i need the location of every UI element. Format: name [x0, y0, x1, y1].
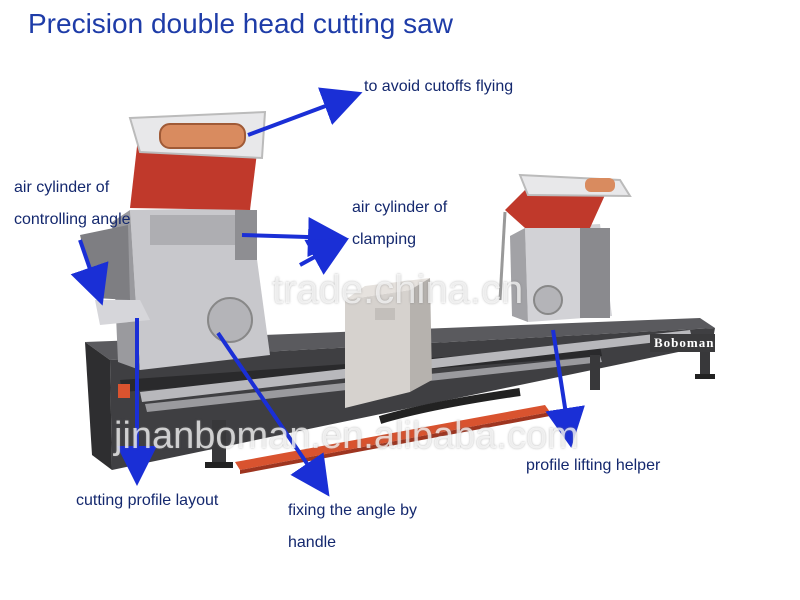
- arrow-fixing-angle: [216, 331, 330, 497]
- arrow-cutoffs: [247, 87, 363, 137]
- arrow-angle-cylinder: [70, 239, 109, 306]
- label-angle-cylinder-line2: controlling angle: [14, 211, 131, 228]
- right-safety-hood: [498, 173, 632, 301]
- label-angle-cylinder-line1: air cylinder of: [14, 179, 110, 196]
- annotation-arrows: [70, 87, 585, 497]
- label-fixing-angle-line1: fixing the angle by: [288, 502, 417, 519]
- label-clamping-line2: clamping: [352, 231, 417, 248]
- left-safety-hood: [128, 110, 267, 210]
- machine-legs: [205, 340, 715, 468]
- watermark-alibaba: jinanboman.en.alibaba.com: [114, 415, 579, 457]
- page-title: Precision double head cutting saw: [28, 8, 453, 39]
- label-cutoffs: to avoid cutoffs flying: [364, 78, 514, 95]
- brand-plate: [650, 334, 715, 352]
- label-profile-lifting: profile lifting helper: [526, 457, 661, 474]
- label-fixing-angle-line2: handle: [288, 534, 337, 551]
- center-support-panel: [345, 278, 432, 408]
- arrow-profile-lifting: [545, 329, 585, 448]
- arrow-clamping-a: [241, 217, 348, 258]
- brand-name: Boboman: [654, 335, 715, 350]
- watermark-trade: trade.china.cn: [272, 268, 524, 312]
- left-saw-head: [80, 208, 270, 370]
- arrow-clamping-b: [299, 238, 350, 275]
- label-cutting-layout: cutting profile layout: [76, 492, 219, 509]
- label-clamping-line1: air cylinder of: [352, 199, 448, 216]
- cable-chain: [378, 388, 521, 424]
- right-saw-head: [510, 224, 612, 322]
